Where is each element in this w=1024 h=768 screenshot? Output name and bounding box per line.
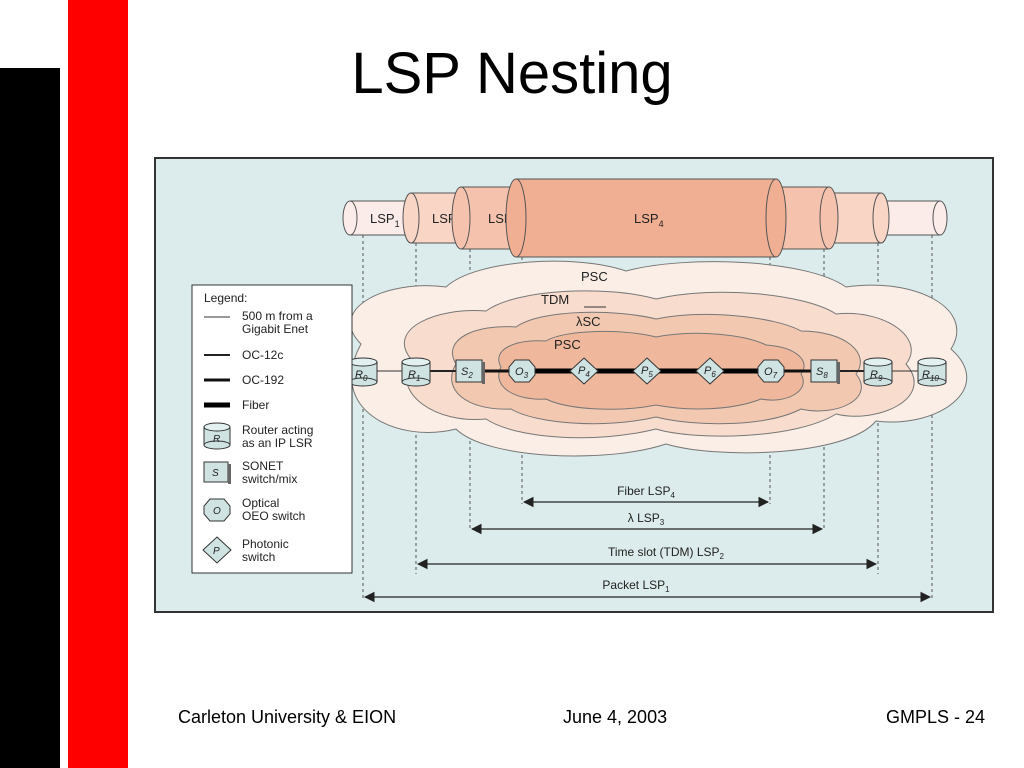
cloud-tdm-label: TDM [541,292,569,307]
svg-text:P6: P6 [704,365,716,379]
legend-item-photonic: P Photonic switch [202,536,289,564]
svg-text:P4: P4 [578,365,590,379]
svg-text:Gigabit Enet: Gigabit Enet [242,322,309,336]
svg-text:S: S [212,468,219,479]
slide-title: LSP Nesting [351,41,673,106]
left-black-bar [0,68,60,768]
svg-text:Packet LSP1: Packet LSP1 [602,578,670,594]
svg-text:Fiber: Fiber [242,398,269,412]
cloud-psc-outer-label: PSC [581,269,608,284]
footer-organization: Carleton University & EION [178,707,397,727]
svg-text:Optical: Optical [242,496,279,510]
span-tdm-lsp2: Time slot (TDM) LSP2 [416,544,878,570]
node-sonet-s2: S2 [455,359,485,384]
svg-text:O3: O3 [515,366,529,380]
legend-item-fiber: Fiber [204,398,269,412]
svg-text:OEO switch: OEO switch [242,509,305,523]
span-packet-lsp1: Packet LSP1 [363,577,932,603]
left-red-bar [68,0,128,768]
svg-text:OC-12c: OC-12c [242,348,283,362]
legend-item-thin-line: 500 m from a Gigabit Enet [204,309,313,336]
legend-item-oc12c: OC-12c [204,348,283,362]
node-photonic-p5: P5 [632,357,662,385]
footer-date: June 4, 2003 [563,707,668,727]
node-photonic-p6: P6 [695,357,725,385]
svg-text:S8: S8 [816,366,828,380]
legend-item-sonet: S SONET switch/mix [203,459,297,486]
node-optical-o3: O3 [508,359,536,383]
svg-text:OC-192: OC-192 [242,373,284,387]
pipe-lsp1-label: LSP1 [370,211,400,229]
svg-text:P: P [213,546,220,557]
svg-text:R1: R1 [408,369,420,383]
node-router-r9: R9 [863,357,893,387]
legend-item-router: R Router acting as an IP LSR [203,422,313,450]
pipe-lsp4: LSP4 [505,178,787,258]
svg-text:switch/mix: switch/mix [242,472,297,486]
svg-text:λ LSP3: λ LSP3 [628,511,665,527]
node-router-r10: R10 [917,357,947,387]
span-fiber-lsp4: Fiber LSP4 [522,483,770,508]
svg-text:O7: O7 [764,366,778,380]
cloud-lambda-sc-label: λSC [576,314,601,329]
svg-text:Time slot (TDM) LSP2: Time slot (TDM) LSP2 [608,545,725,561]
legend-item-optical: O Optical OEO switch [203,496,305,523]
lsp-nesting-figure: LSP1 LSP2 LSP3 LSP4 [154,157,994,613]
network-nodes: R0 R1 S2 O3 P4 P5 [348,357,947,387]
svg-text:500 m from a: 500 m from a [242,309,313,323]
svg-text:R0: R0 [355,369,368,383]
footer-slide-number: GMPLS - 24 [886,707,986,727]
svg-text:P5: P5 [641,365,653,379]
legend-item-oc192: OC-192 [204,373,284,387]
node-router-r0: R0 [348,357,378,387]
photonic-diamond-icon: P [202,536,232,564]
svg-text:Router acting: Router acting [242,423,313,437]
node-photonic-p4: P4 [569,357,599,385]
svg-text:S2: S2 [461,366,473,380]
sonet-box-icon: S [203,461,231,484]
node-router-r1: R1 [401,357,431,387]
svg-text:as an IP LSR: as an IP LSR [242,436,313,450]
svg-text:O: O [213,506,221,517]
router-cylinder-icon: R [203,422,231,450]
svg-text:R9: R9 [870,369,883,383]
node-optical-o7: O7 [757,359,785,383]
node-sonet-s8: S8 [810,359,840,384]
pipe-lsp4-label: LSP4 [634,211,664,229]
legend: Legend: 500 m from a Gigabit Enet OC-12c… [191,284,353,574]
svg-text:R: R [213,434,220,445]
span-arrows: Fiber LSP4 λ LSP3 Time slot (TDM) LSP2 P… [363,483,932,603]
span-lambda-lsp3: λ LSP3 [470,510,824,535]
cloud-psc-inner-label: PSC [554,337,581,352]
nested-pipes: LSP1 LSP2 LSP3 LSP4 [342,178,948,258]
legend-title: Legend: [204,291,247,305]
svg-text:R10: R10 [922,369,939,383]
svg-text:switch: switch [242,550,275,564]
optical-octagon-icon: O [203,498,231,522]
svg-text:Photonic: Photonic [242,537,289,551]
svg-text:SONET: SONET [242,459,284,473]
svg-text:Fiber LSP4: Fiber LSP4 [617,484,675,500]
